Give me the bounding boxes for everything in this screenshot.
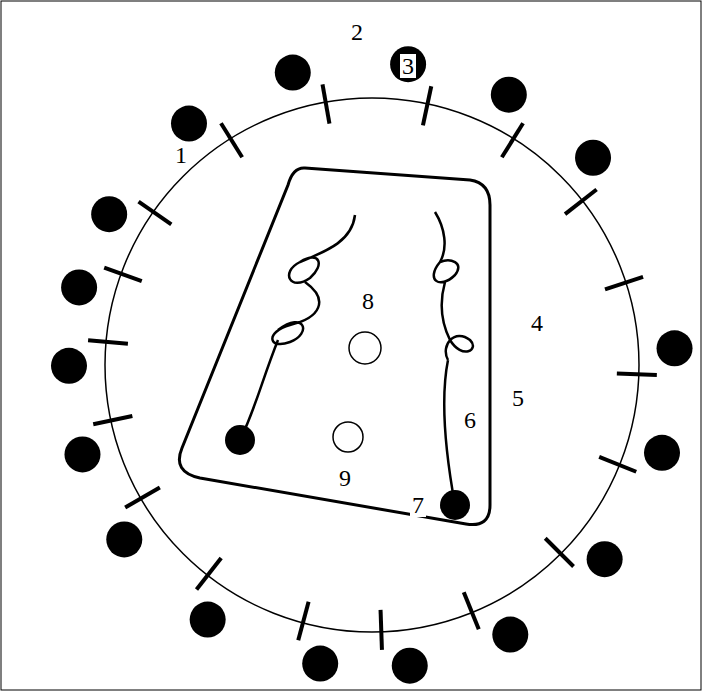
spike-stalk — [599, 457, 636, 472]
spike-stalk — [93, 416, 132, 424]
spike-head — [51, 348, 87, 384]
spike-stalk — [565, 190, 597, 215]
spike-stalk — [381, 610, 382, 650]
strand-end — [225, 425, 255, 455]
spike-stalk — [298, 602, 308, 641]
spike-head — [587, 541, 623, 577]
spike-head — [575, 140, 611, 176]
spike-head — [91, 196, 127, 232]
spike-head — [106, 521, 142, 557]
spike-stalk — [502, 123, 523, 157]
spike-head — [492, 617, 528, 653]
enzyme-particle — [349, 332, 381, 364]
callout-number: 9 — [337, 466, 353, 490]
spike-stalk — [617, 374, 657, 375]
callout-number: 7 — [410, 493, 426, 517]
spike-head — [644, 435, 680, 471]
spike-stalk — [125, 488, 160, 508]
spike-stalk — [545, 538, 573, 566]
spike-stalk — [88, 340, 128, 343]
callout-number: 3 — [400, 54, 416, 78]
spike-head — [61, 269, 97, 305]
spike-head — [657, 330, 693, 366]
envelope — [105, 98, 639, 632]
spike-head — [171, 106, 207, 142]
spike-stalk — [423, 86, 431, 125]
spike-stalk — [323, 84, 330, 123]
callout-number: 6 — [462, 408, 478, 432]
spike-stalk — [197, 558, 222, 590]
callout-number: 8 — [360, 289, 376, 313]
spike-stalk — [464, 592, 479, 629]
spike-head — [190, 602, 226, 638]
spike-head — [302, 646, 338, 682]
spike-head — [275, 55, 311, 91]
spike-stalk — [139, 202, 172, 225]
callout-number: 4 — [529, 311, 545, 335]
spike-group — [51, 46, 693, 683]
enzyme-particle — [333, 422, 363, 452]
spike-stalk — [605, 277, 643, 289]
spike-stalk — [104, 268, 142, 282]
callout-number: 2 — [349, 20, 365, 44]
rna-strand — [240, 215, 355, 440]
spike-head — [64, 436, 100, 472]
callout-number: 1 — [173, 143, 189, 167]
rna-strand — [434, 212, 473, 505]
strand-end — [440, 490, 470, 520]
capsid-outline — [179, 168, 490, 525]
spike-head — [392, 648, 428, 684]
spike-head — [390, 46, 426, 82]
spike-stalk — [221, 123, 242, 157]
spike-head — [491, 77, 527, 113]
callout-number: 5 — [510, 386, 526, 410]
